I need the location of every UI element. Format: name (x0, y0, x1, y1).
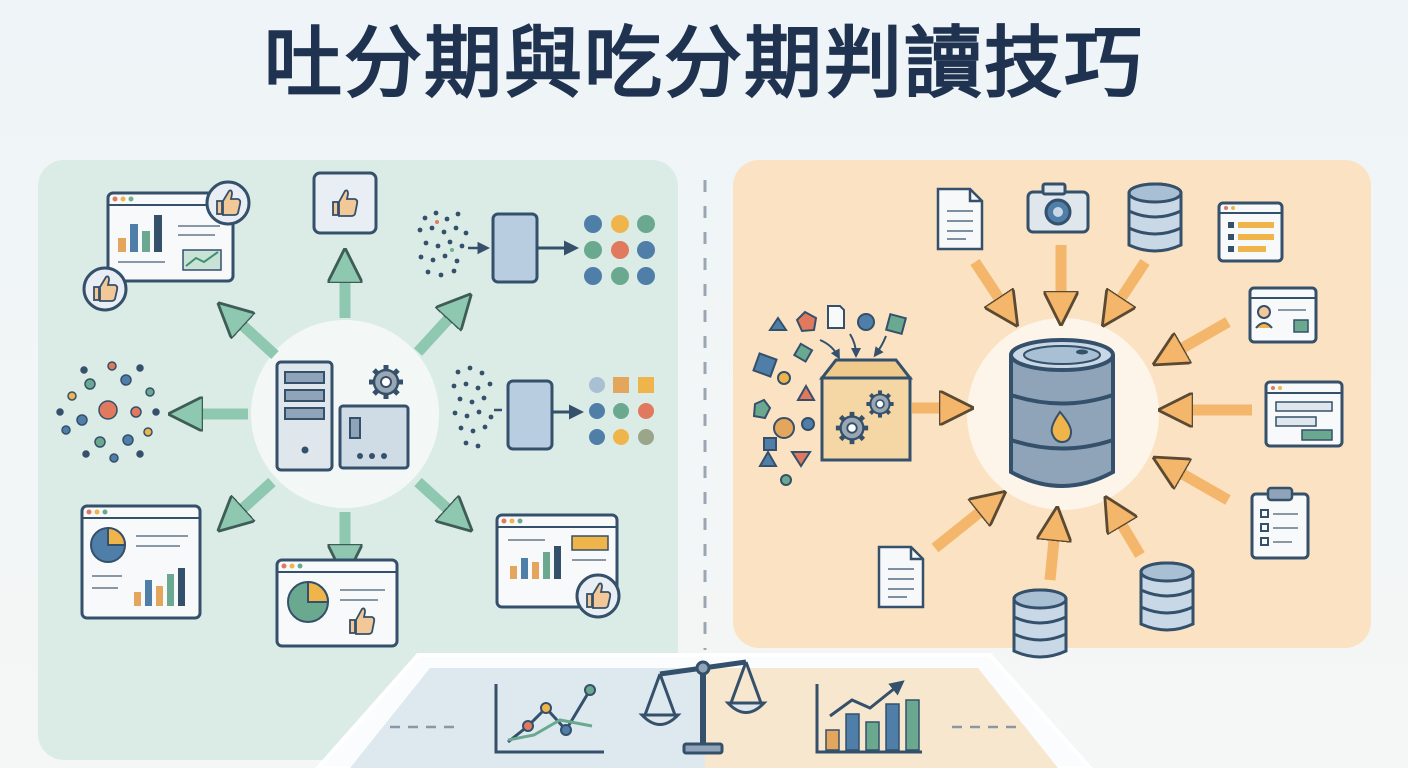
database-icon (1139, 561, 1195, 632)
dots-grid-icon (589, 377, 654, 445)
flow-arrows-small (819, 333, 887, 360)
input-shapes-icon (752, 305, 908, 486)
oil-barrel-icon (1009, 338, 1115, 488)
box-gears-icon (818, 358, 914, 462)
growth-bar-chart-icon (815, 680, 922, 754)
camera-icon (1026, 182, 1090, 234)
like-card-icon (312, 171, 378, 235)
particle-scatter-icon (451, 365, 494, 449)
browser-form-icon (1264, 380, 1344, 448)
clipboard-icon (1250, 486, 1310, 560)
pie-chart-dashboard-icon (80, 504, 202, 620)
page-title: 吐分期與吃分期判讀技巧 (263, 19, 1144, 109)
id-card-icon (1248, 286, 1318, 344)
like-icon (205, 180, 251, 226)
pie-chart-card-icon (275, 558, 399, 648)
factory-machine-icon (338, 404, 410, 470)
processor-block-icon (491, 212, 539, 284)
dashboard-icon (106, 191, 235, 283)
document-icon (936, 187, 984, 251)
line-chart-icon (494, 684, 604, 754)
database-icon (1127, 182, 1183, 253)
dots-grid-icon (584, 215, 655, 285)
orange-arrows (912, 245, 1252, 581)
particle-scatter-icon (417, 210, 469, 278)
balance-scale-icon (638, 659, 768, 755)
server-icon (275, 360, 334, 472)
like-icon (349, 607, 376, 635)
like-icon (575, 573, 621, 619)
like-icon (82, 266, 128, 312)
form-icon (1217, 201, 1284, 263)
processor-block-icon (506, 379, 554, 451)
database-icon (1012, 588, 1068, 659)
node-cluster-icon (56, 361, 160, 463)
green-arrows (182, 262, 462, 565)
gear-icon (369, 365, 403, 399)
document-icon (877, 545, 925, 609)
